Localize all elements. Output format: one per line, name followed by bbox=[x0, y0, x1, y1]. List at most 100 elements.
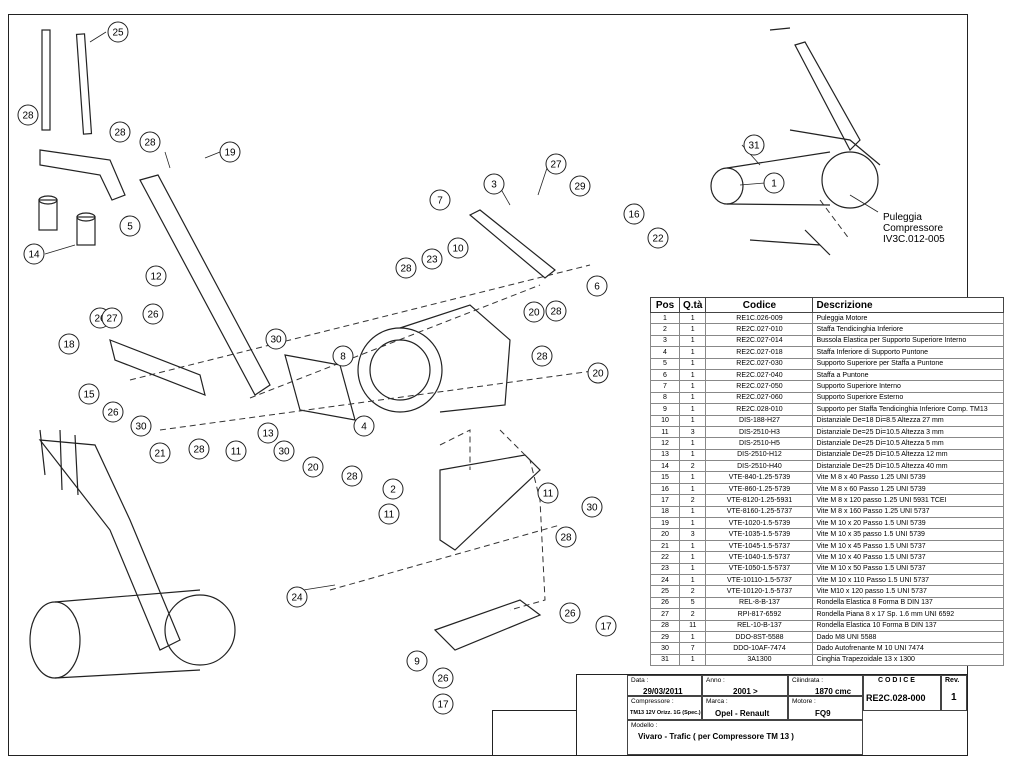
cell-pos: 1 bbox=[650, 311, 680, 325]
bracket-shape bbox=[749, 229, 831, 256]
callout-label: 10 bbox=[452, 244, 464, 255]
callout-balloon: 15 bbox=[78, 383, 100, 405]
cell-desc: Dado M8 UNI 5588 bbox=[812, 630, 1005, 644]
callout-label: 7 bbox=[437, 196, 443, 207]
leader-line bbox=[739, 182, 766, 186]
cell-desc: Rondella Elastica 8 Forma B DIN 137 bbox=[812, 596, 1005, 610]
cell-pos: 19 bbox=[650, 517, 680, 530]
tb-compressore-cell: Compressore : TM13 12V Orizz. 1G (Spec.) bbox=[627, 696, 702, 720]
pulley-note-line2: Compressore bbox=[883, 223, 944, 234]
callout-circle bbox=[273, 440, 295, 462]
cell-code: RE2C.027-018 bbox=[705, 346, 814, 359]
cell-qty: 1 bbox=[678, 368, 707, 382]
callout-label: 17 bbox=[437, 700, 449, 711]
header-desc: Descrizione bbox=[812, 297, 1005, 313]
callout-label: 28 bbox=[550, 307, 562, 318]
pulley-note-line3: IV3C.012-005 bbox=[883, 234, 945, 245]
cell-code: DIS-2510-H3 bbox=[705, 425, 814, 439]
cell-desc: Distanziale De=25 Di=10.5 Altezza 40 mm bbox=[812, 460, 1005, 473]
callout-circle bbox=[142, 303, 164, 325]
spacer-shape bbox=[76, 216, 96, 246]
callout-label: 15 bbox=[83, 390, 95, 401]
cell-pos: 17 bbox=[650, 494, 680, 507]
callout-label: 28 bbox=[114, 128, 126, 139]
callout-balloon: 11 bbox=[378, 503, 400, 525]
belt-shape bbox=[54, 589, 201, 679]
callout-label: 21 bbox=[154, 449, 166, 460]
cell-pos: 7 bbox=[650, 380, 680, 393]
cell-desc: Vite M 8 x 60 Passo 1.25 UNI 5739 bbox=[812, 482, 1005, 496]
compressor-shape bbox=[821, 151, 879, 209]
leader-line bbox=[849, 194, 879, 213]
callout-balloon: 20 bbox=[523, 301, 545, 323]
callout-balloon: 12 bbox=[145, 265, 167, 287]
callout-balloon: 1 bbox=[763, 172, 785, 194]
header-qty: Q.tà bbox=[678, 297, 707, 313]
callout-label: 20 bbox=[307, 463, 319, 474]
cell-code: DDO-10AF-7474 bbox=[705, 642, 814, 655]
tb-modello-cell: Modello : Vivaro - Trafic ( per Compress… bbox=[627, 720, 863, 755]
cell-desc: Staffa Inferiore di Supporto Puntone bbox=[812, 346, 1005, 359]
callout-circle bbox=[378, 503, 400, 525]
cell-code: VTE-860-1.25-5739 bbox=[705, 482, 814, 496]
cell-qty: 1 bbox=[678, 437, 707, 450]
callout-balloon: 5 bbox=[119, 215, 141, 237]
cell-pos: 13 bbox=[650, 448, 680, 462]
cell-pos: 23 bbox=[650, 562, 680, 576]
cell-qty: 1 bbox=[678, 414, 707, 427]
callout-circle bbox=[58, 333, 80, 355]
cell-qty: 3 bbox=[678, 528, 707, 541]
stud-shape bbox=[39, 429, 79, 496]
cell-qty: 1 bbox=[678, 562, 707, 576]
assembly-line bbox=[439, 429, 471, 470]
callout-circle bbox=[17, 104, 39, 126]
callout-label: 25 bbox=[112, 28, 124, 39]
bolt-shape bbox=[41, 29, 51, 131]
cell-desc: Vite M 10 x 50 Passo 1.5 UNI 5737 bbox=[812, 562, 1005, 576]
cell-code: DIS-188-H27 bbox=[705, 414, 814, 427]
callout-balloon: 26 bbox=[102, 401, 124, 423]
cell-desc: Dado Autofrenante M 10 UNI 7474 bbox=[812, 642, 1005, 655]
cell-qty: 1 bbox=[678, 471, 707, 484]
callout-label: 26 bbox=[107, 408, 119, 419]
callout-balloon: 11 bbox=[225, 440, 247, 462]
callout-label: 30 bbox=[586, 503, 598, 514]
cell-qty: 2 bbox=[678, 608, 707, 621]
callout-balloon: 18 bbox=[58, 333, 80, 355]
leader-line bbox=[44, 244, 76, 255]
belt-shape bbox=[726, 151, 831, 206]
cell-pos: 26 bbox=[650, 596, 680, 610]
cell-code: RE2C.027-060 bbox=[705, 391, 814, 405]
cell-pos: 28 bbox=[650, 619, 680, 632]
pulley-shape bbox=[29, 601, 81, 679]
callout-circle bbox=[332, 345, 354, 367]
cell-pos: 12 bbox=[650, 437, 680, 450]
cell-qty: 1 bbox=[678, 551, 707, 564]
callout-label: 11 bbox=[384, 510, 395, 521]
callout-balloon: 7 bbox=[429, 189, 451, 211]
cell-pos: 6 bbox=[650, 368, 680, 382]
cell-desc: Vite M 10 x 20 Passo 1.5 UNI 5739 bbox=[812, 517, 1005, 530]
callout-label: 12 bbox=[150, 272, 162, 283]
cell-qty: 1 bbox=[678, 323, 707, 336]
callout-circle bbox=[559, 602, 581, 624]
callout-circle bbox=[219, 141, 241, 163]
callout-label: 31 bbox=[748, 141, 760, 152]
cell-qty: 1 bbox=[678, 346, 707, 359]
callout-balloon: 20 bbox=[587, 362, 609, 384]
tb-cilindrata-cell: Cilindrata : 1870 cmc bbox=[788, 675, 863, 696]
callout-circle bbox=[623, 203, 645, 225]
tb-motore-cell: Motore : FQ9 bbox=[788, 696, 863, 720]
callout-circle bbox=[107, 21, 129, 43]
cell-pos: 15 bbox=[650, 471, 680, 484]
cell-desc: Bussola Elastica per Supporto Superiore … bbox=[812, 334, 1005, 348]
